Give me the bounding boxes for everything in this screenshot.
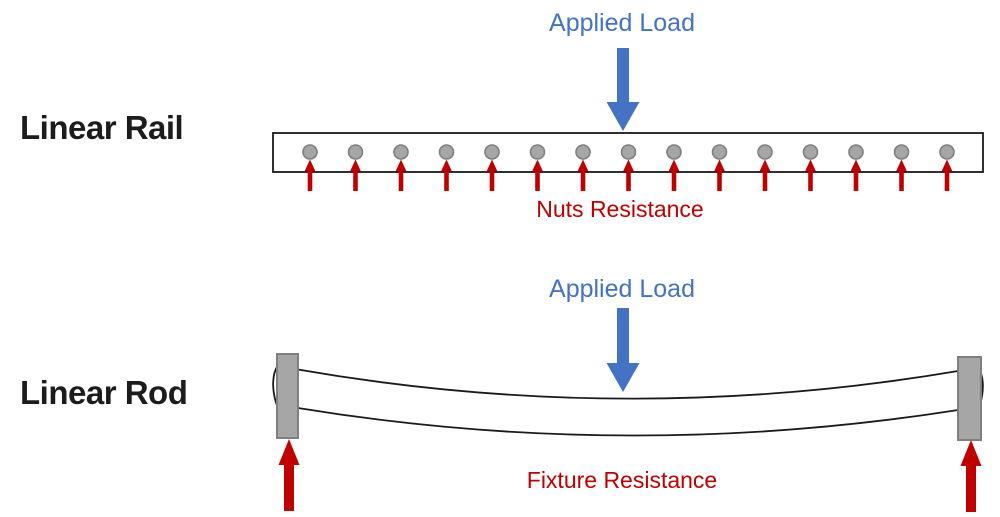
rail-nuts-group xyxy=(302,144,955,160)
linear-rail-title: Linear Rail xyxy=(20,109,184,146)
applied-load-arrow-rail xyxy=(606,48,640,131)
rail-nut xyxy=(757,144,773,160)
rail-nut xyxy=(939,144,955,160)
nut-resistance-arrow xyxy=(304,159,316,191)
applied-load-arrow-rod xyxy=(606,308,640,392)
rod-top-curve xyxy=(297,368,959,400)
fixture-resistance-arrow-right xyxy=(960,440,982,512)
nut-resistance-arrow xyxy=(623,159,634,191)
fixture-resistance-arrow-left xyxy=(278,439,300,511)
nut-resistance-arrow xyxy=(350,159,361,191)
rail-nut xyxy=(529,144,546,160)
rod-right-fixture xyxy=(957,356,982,441)
nut-resistance-arrow xyxy=(941,159,953,191)
nut-resistance-arrow xyxy=(896,159,907,191)
nut-resistance-arrow xyxy=(668,159,680,191)
rail-nut xyxy=(666,144,682,160)
nut-resistance-arrow xyxy=(759,159,771,191)
rail-nut xyxy=(393,144,409,160)
rail-nut xyxy=(848,144,864,160)
nut-resistance-arrow xyxy=(441,159,452,191)
nut-resistance-arrow xyxy=(805,159,816,191)
rail-nut xyxy=(893,144,910,160)
rod-left-fixture xyxy=(276,353,299,439)
rail-nut xyxy=(802,144,819,160)
linear-rod-title: Linear Rod xyxy=(20,374,188,411)
rod-applied-load-label: Applied Load xyxy=(549,275,695,303)
nut-resistance-arrow xyxy=(850,159,862,191)
nuts-resistance-label: Nuts Resistance xyxy=(536,196,704,222)
rail-nut xyxy=(438,144,455,160)
rail-nut xyxy=(484,144,500,160)
rod-bottom-curve xyxy=(297,407,959,437)
rail-nut xyxy=(302,144,318,160)
rail-nut xyxy=(575,144,591,160)
fixture-resistance-label: Fixture Resistance xyxy=(526,467,718,493)
rail-applied-load-label: Applied Load xyxy=(549,9,695,37)
rail-nut xyxy=(620,144,637,160)
nut-resistance-arrow xyxy=(714,159,725,191)
nut-resistance-arrow xyxy=(395,159,407,191)
nut-resistance-arrow xyxy=(532,159,543,191)
nut-resistance-arrows-group xyxy=(304,159,953,191)
nut-resistance-arrow xyxy=(486,159,498,191)
rail-nut xyxy=(347,144,364,160)
rail-nut xyxy=(711,144,728,160)
nut-resistance-arrow xyxy=(577,159,589,191)
